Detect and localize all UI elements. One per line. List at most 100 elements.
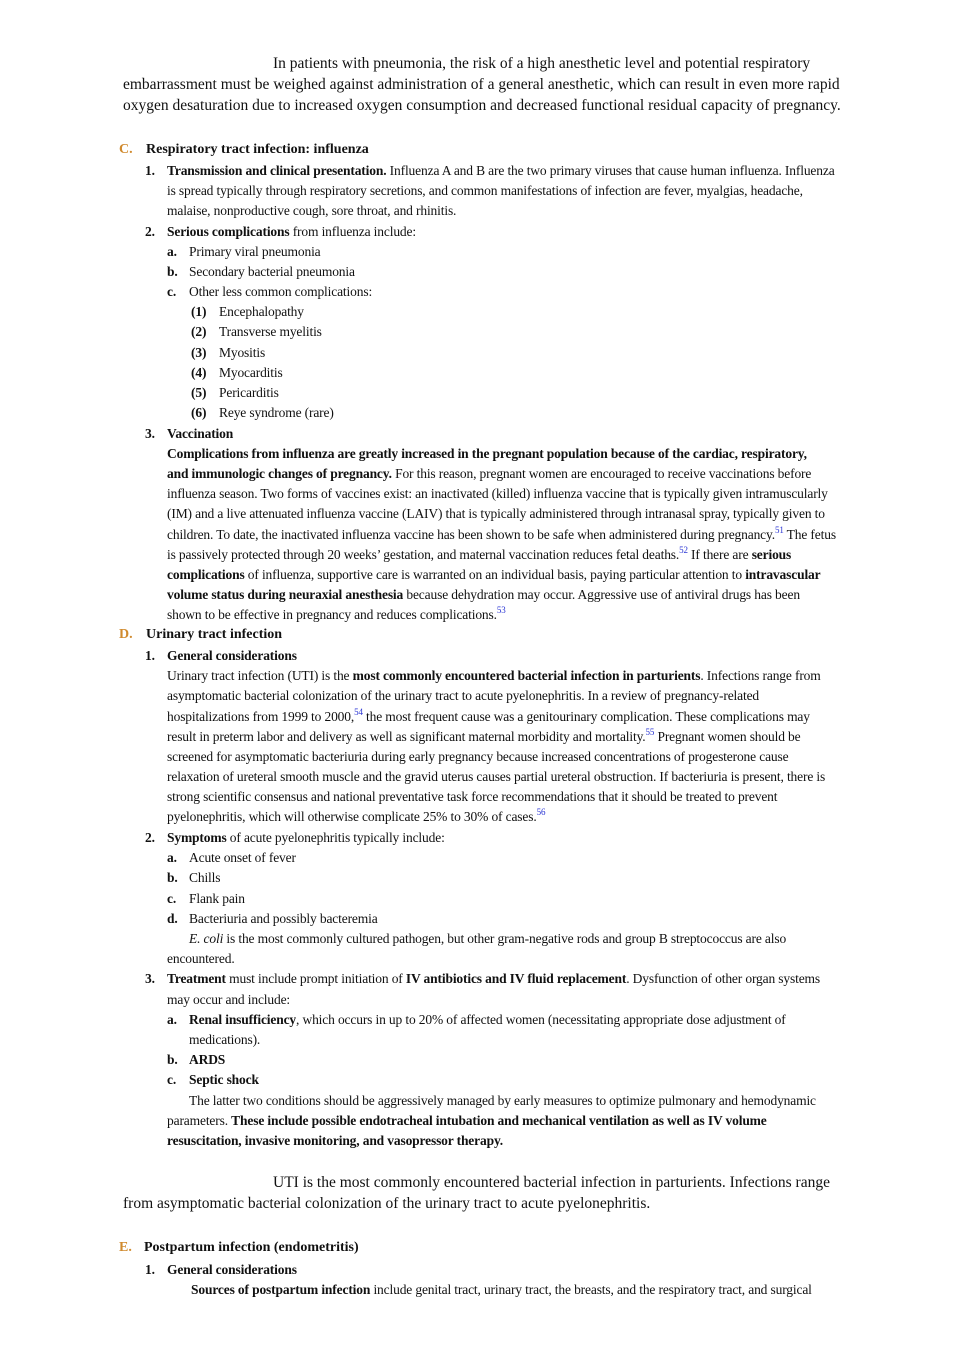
text-line: relaxation of ureteral smooth muscle and… (167, 769, 826, 784)
text-line: Sources of postpartum infection include … (191, 1280, 812, 1300)
text-span: Secondary bacterial pneumonia (189, 264, 355, 279)
section-title: Respiratory tract infection: influenza (146, 142, 369, 157)
callout-line: oxygen desaturation due to increased oxy… (123, 97, 841, 114)
list-item: a.Renal insufficiency, which occurs in u… (167, 1010, 786, 1030)
text-span: parameters. (167, 1113, 232, 1128)
text-span: If there are (687, 547, 752, 562)
citation-link[interactable]: 55 (645, 727, 655, 737)
text-line: and immunologic changes of pregnancy. Fo… (167, 464, 811, 484)
text-line: is passively protected through 20 weeks’… (167, 545, 791, 565)
text-line: The latter two conditions should be aggr… (189, 1093, 816, 1108)
d-item3: 3.Treatment must include prompt initiati… (145, 969, 820, 989)
text-span: Acute onset of fever (189, 850, 296, 865)
text-span: is the most commonly cultured pathogen, … (223, 931, 787, 946)
text-span: 2. (145, 830, 155, 845)
text-span: (6) (191, 405, 207, 420)
list-item: b.Chills (167, 868, 221, 888)
text-span: Chills (189, 870, 221, 885)
text-line: (IM) and a live attenuated influenza vac… (167, 506, 825, 521)
text-span: Transverse myelitis (219, 324, 322, 339)
text-line: medications). (189, 1032, 261, 1047)
c-item1: 1.Transmission and clinical presentation… (145, 161, 835, 181)
text-span: General considerations (167, 1262, 297, 1277)
callout-line: from asymptomatic bacterial colonization… (123, 1195, 651, 1212)
callout-line: embarrassment must be weighed against ad… (123, 76, 840, 93)
text-span: children. To date, the inactivated influ… (167, 527, 775, 542)
text-span: result in preterm labor and delivery as … (167, 729, 646, 744)
text-span: most commonly encountered bacterial infe… (352, 668, 701, 683)
list-item: a.Acute onset of fever (167, 848, 296, 868)
text-span: For this reason, pregnant women are enco… (391, 466, 812, 481)
text-span: a. (167, 1012, 177, 1027)
section-e-heading: E.Postpartum infection (endometritis) (119, 1240, 359, 1256)
list-item: (5)Pericarditis (191, 383, 279, 403)
citation-link[interactable]: 54 (354, 707, 363, 717)
text-span: Urinary tract infection (UTI) is the (167, 668, 353, 683)
text-line: children. To date, the inactivated influ… (167, 525, 836, 545)
text-line: asymptomatic bacterial colonization of t… (167, 688, 760, 703)
list-item: d.Bacteriuria and possibly bacteremia (167, 909, 378, 929)
list-item: (6)Reye syndrome (rare) (191, 403, 334, 423)
text-line: volume status during neuraxial anesthesi… (167, 585, 800, 605)
text-span: b. (167, 264, 178, 279)
text-line: shown to be effective in pregnancy and r… (167, 605, 506, 625)
text-line: is spread typically through respiratory … (167, 183, 803, 198)
text-line: malaise, nonproductive cough, sore throa… (167, 203, 457, 218)
text-line: result in preterm labor and delivery as … (167, 727, 801, 747)
text-span: 3. (145, 426, 155, 441)
text-span: (3) (191, 345, 207, 360)
text-span: Vaccination (167, 426, 234, 441)
text-span: 1. (145, 1262, 155, 1277)
text-span: shown to be effective in pregnancy and r… (167, 607, 497, 622)
text-line: strong scientific consensus and national… (167, 789, 778, 804)
callout-line: In patients with pneumonia, the risk of … (273, 55, 811, 72)
section-letter: C. (119, 142, 133, 157)
text-span: Flank pain (189, 891, 245, 906)
text-span: , which occurs in up to 20% of affected … (296, 1012, 786, 1027)
text-span: c. (167, 1072, 177, 1087)
d-item1: 1.General considerations (145, 646, 297, 666)
callout-line: UTI is the most commonly encountered bac… (273, 1174, 830, 1191)
list-item: (1) Encephalopathy (191, 302, 304, 322)
text-span: Bacteriuria and possibly bacteremia (189, 911, 378, 926)
text-line: E. coli is the most commonly cultured pa… (189, 929, 786, 949)
list-item: b.ARDS (167, 1050, 225, 1070)
list-item: c.Septic shock (167, 1070, 259, 1090)
text-span: and immunologic changes of pregnancy. (167, 466, 392, 481)
text-span: . Dysfunction of other organ systems (626, 971, 821, 986)
text-span: General considerations (167, 648, 297, 663)
text-span: (2) (191, 324, 207, 339)
text-span: c. (167, 284, 177, 299)
text-span: These include possible endotracheal intu… (231, 1113, 767, 1128)
list-item: (4)Myocarditis (191, 363, 283, 383)
text-line: complications of influenza, supportive c… (167, 565, 821, 585)
citation-link[interactable]: 52 (679, 545, 688, 555)
text-span: c. (167, 891, 177, 906)
text-span: The fetus (783, 527, 836, 542)
text-span: a. (167, 244, 177, 259)
text-span: Symptoms (167, 830, 227, 845)
text-span: 2. (145, 224, 155, 239)
text-span: volume status during neuraxial anesthesi… (167, 587, 404, 602)
text-span: is passively protected through 20 weeks’… (167, 547, 680, 562)
text-line: may occur and include: (167, 992, 291, 1007)
text-span: Transmission and clinical presentation. (167, 163, 387, 178)
citation-link[interactable]: 51 (774, 525, 784, 535)
text-span: (1) (191, 304, 207, 319)
list-item: c. Other less common complications: (167, 282, 372, 302)
text-span: Serious complications (167, 224, 290, 239)
callout-pneumonia: In patients with pneumonia, the risk of … (123, 53, 841, 116)
text-span: . Infections range from (700, 668, 821, 683)
citation-link[interactable]: 56 (536, 807, 546, 817)
text-line: influenza season. Two forms of vaccines … (167, 486, 828, 501)
text-line: encountered. (167, 951, 235, 966)
text-line: screened for asymptomatic bacteriuria du… (167, 749, 789, 764)
text-line: resuscitation, invasive monitoring, and … (167, 1133, 504, 1148)
section-letter: E. (119, 1240, 132, 1255)
text-span: Other less common complications: (189, 284, 373, 299)
text-span: Encephalopathy (219, 304, 304, 319)
section-d-heading: D.Urinary tract infection (119, 627, 282, 643)
text-line: Complications from influenza are greatly… (167, 446, 807, 461)
text-span: IV antibiotics and IV fluid replacement (405, 971, 627, 986)
citation-link[interactable]: 53 (496, 605, 506, 615)
